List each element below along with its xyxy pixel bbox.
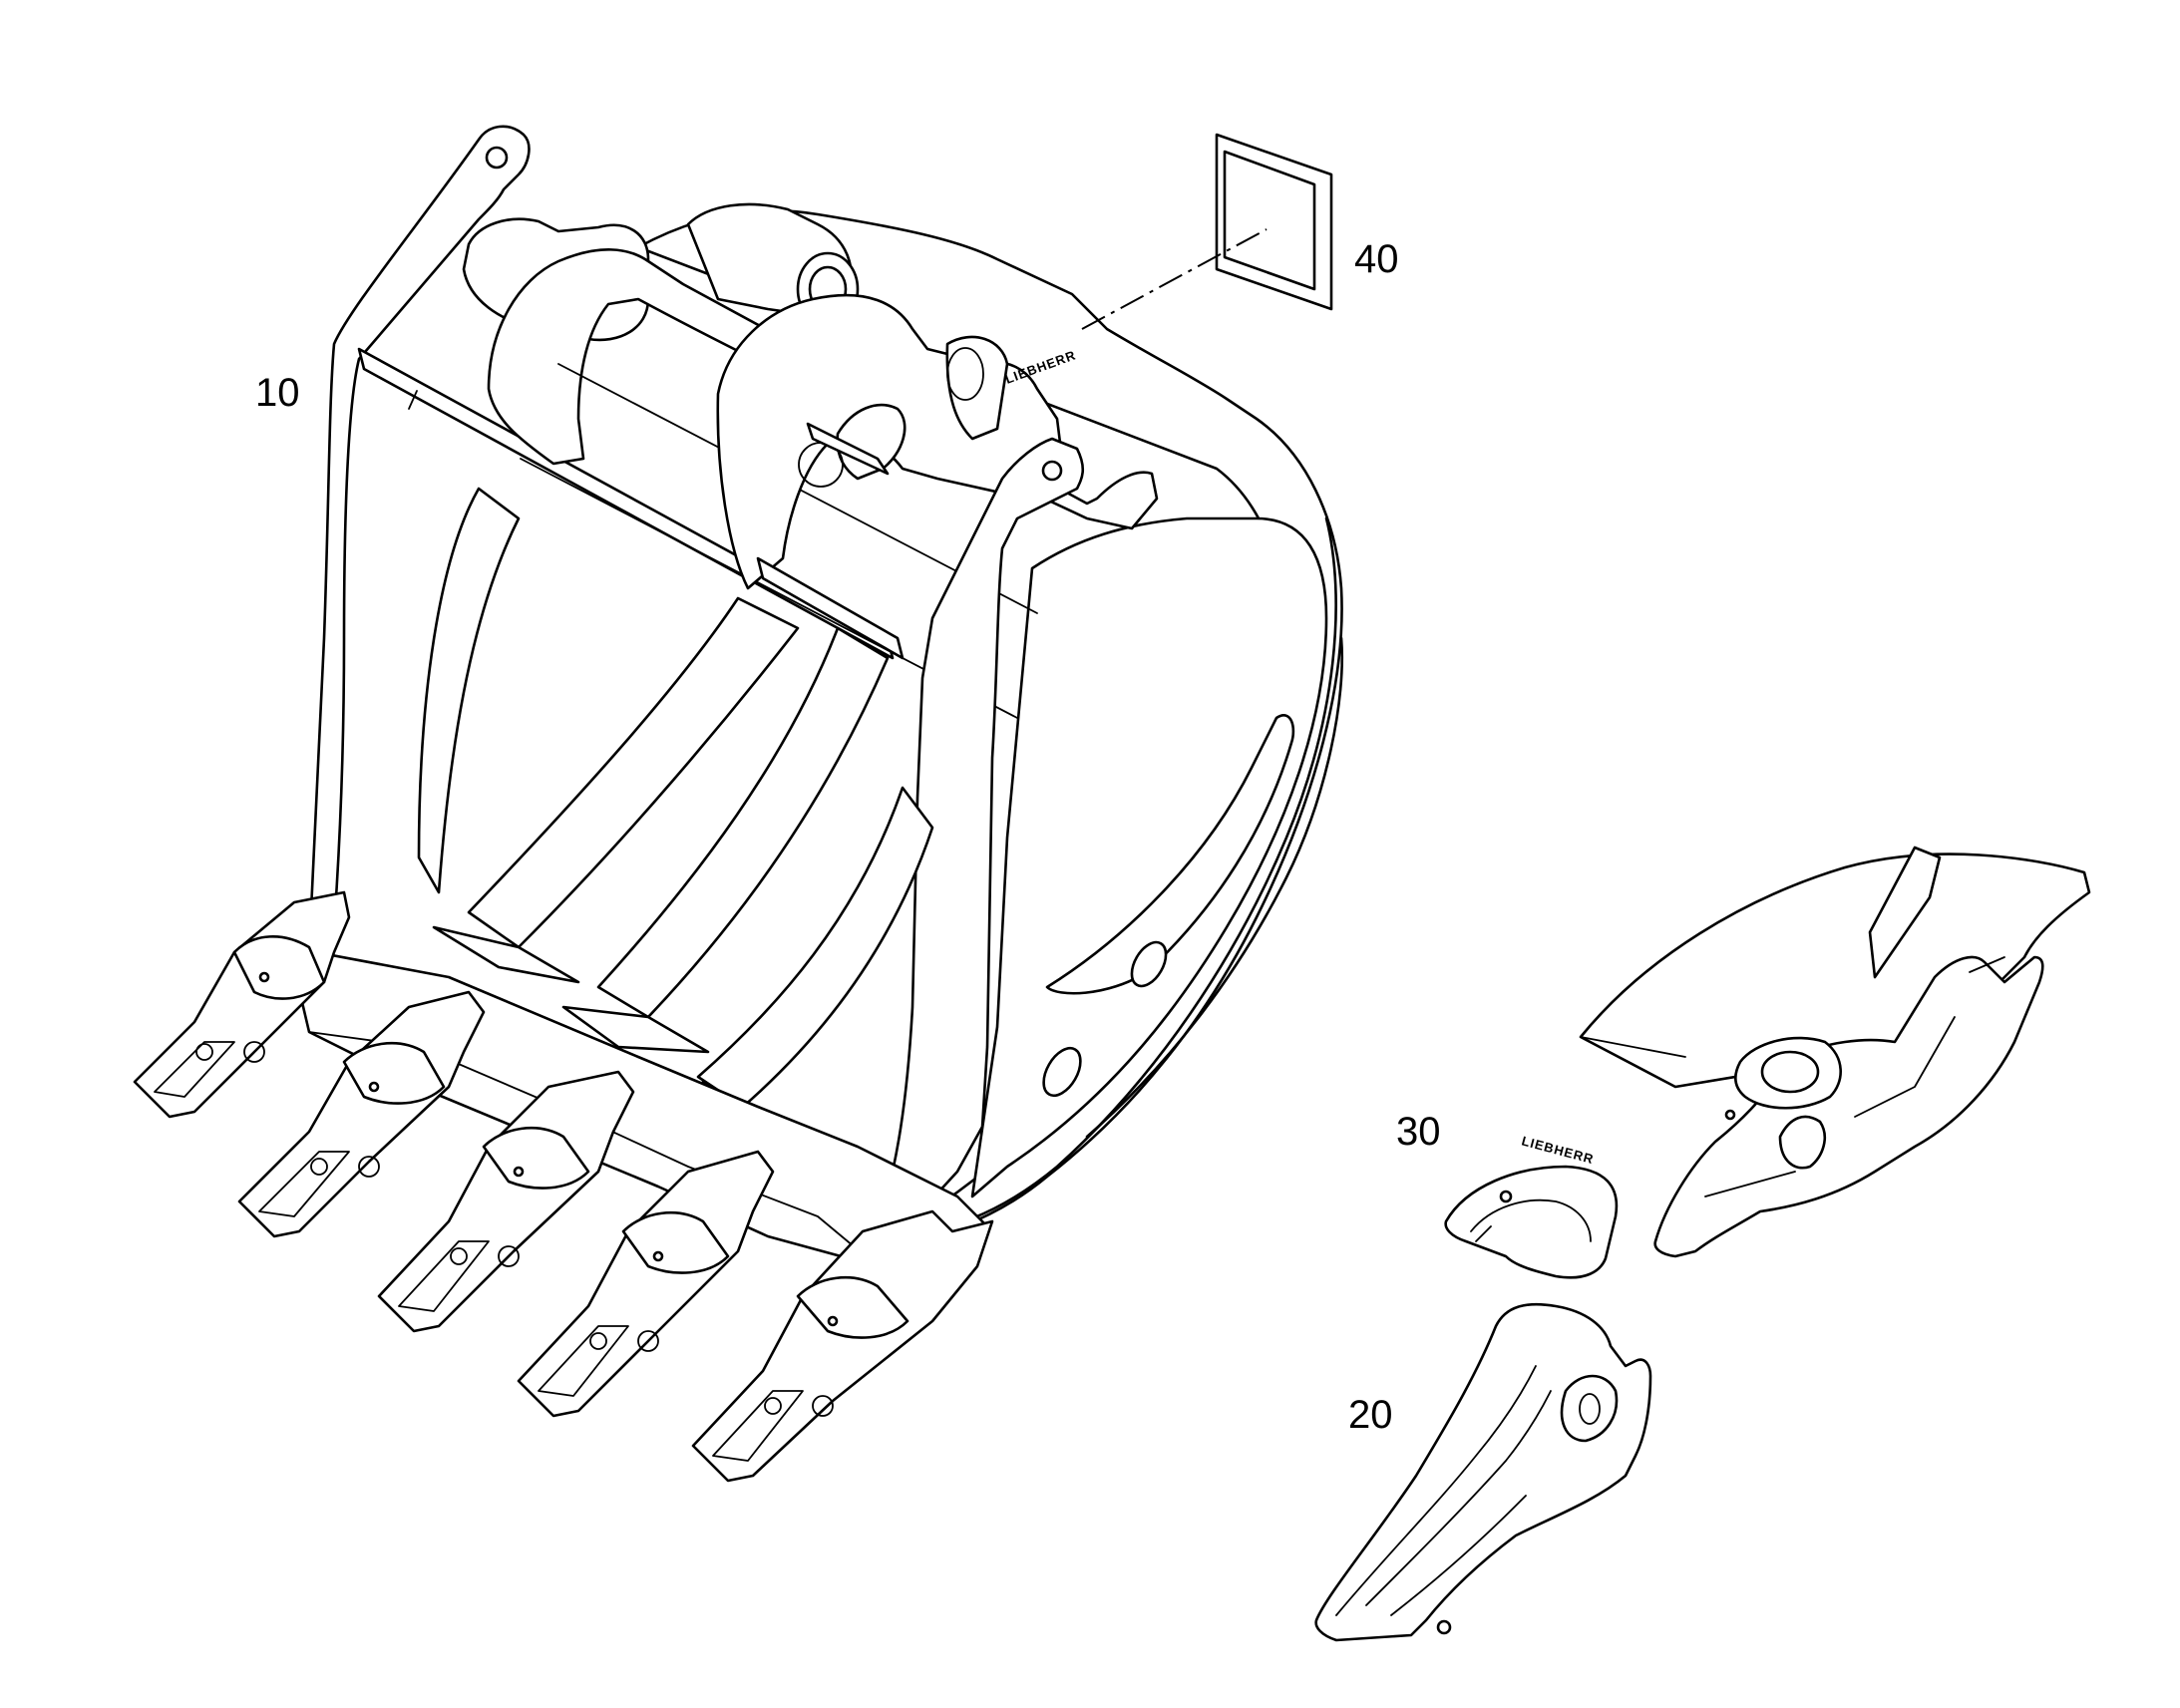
side-plate-hole-1 — [1130, 940, 1168, 988]
label-plate — [1215, 133, 1333, 311]
bucket-edge-fragment — [1579, 853, 2091, 1089]
label-leader-line — [1081, 228, 1268, 330]
adapter-strap — [1868, 846, 1942, 979]
tooth-1 — [133, 890, 351, 1119]
cap-30: LIEBHERR — [1444, 1133, 1619, 1279]
adapter-pin — [1760, 1050, 1820, 1094]
side-plate-rim — [970, 516, 1337, 1220]
callout-20: 20 — [1348, 1393, 1393, 1437]
tooth-5 — [691, 1209, 994, 1483]
tine-pad-1 — [432, 925, 580, 984]
cap-logo: LIEBHERR — [1520, 1133, 1596, 1167]
side-plate-face — [970, 516, 1328, 1198]
adapter-side-hole — [1778, 1115, 1826, 1170]
callout-10: 10 — [255, 371, 300, 415]
adapter-detail — [1579, 846, 2091, 1258]
right-arm-lug-hole — [1041, 460, 1063, 482]
side-plate-hole-2 — [1042, 1046, 1082, 1098]
right-bracket-clip — [806, 422, 890, 476]
tooth-20 — [1314, 1302, 1652, 1642]
bucket-assembly: LIEBHERR — [133, 125, 1344, 1483]
tooth-4 — [517, 1150, 775, 1418]
tine-pad-2 — [561, 1005, 710, 1054]
tine-1 — [417, 487, 521, 894]
cross-bar-tick — [408, 390, 418, 410]
callout-40: 40 — [1354, 237, 1399, 281]
bucket-teeth — [133, 890, 994, 1483]
side-plate-rim-inner — [1085, 636, 1344, 1139]
callout-30: 30 — [1396, 1110, 1441, 1154]
tooth-2 — [237, 990, 486, 1238]
left-bar-lug-hole — [485, 146, 509, 170]
top-cross-bar — [357, 347, 895, 660]
left-side-bar — [307, 125, 531, 954]
tooth-3 — [377, 1070, 635, 1333]
lower-cross-bar — [756, 556, 905, 660]
side-plate-wear-strip — [1045, 714, 1295, 995]
rear-boss-right-pin-hole — [946, 347, 984, 401]
